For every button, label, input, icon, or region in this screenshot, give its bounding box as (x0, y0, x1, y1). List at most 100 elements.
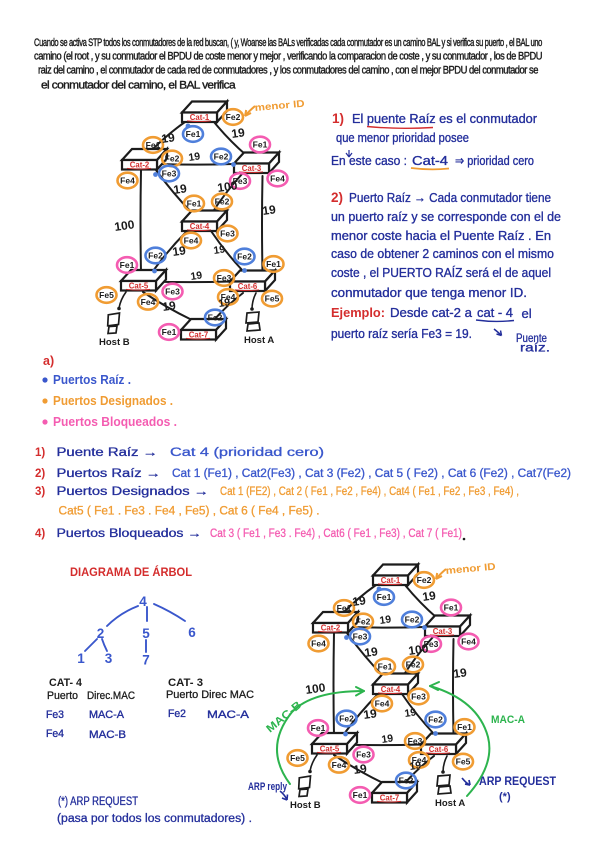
svg-text:Puente: Puente (516, 333, 547, 345)
svg-text:Desde cat-2 a: Desde cat-2 a (390, 305, 473, 320)
svg-text:Cat-6: Cat-6 (238, 282, 258, 291)
svg-text:Fe5: Fe5 (265, 294, 280, 304)
svg-text:⇒ prioridad cero: ⇒ prioridad cero (455, 153, 534, 168)
svg-text:Cat-4: Cat-4 (412, 153, 448, 168)
svg-text:Puertos Raíz .: Puertos Raíz . (53, 372, 131, 387)
svg-text:conmutador que tenga menor ID.: conmutador que tenga menor ID. (331, 285, 527, 300)
svg-text:MAC-A: MAC-A (89, 709, 125, 721)
svg-text:3: 3 (105, 651, 113, 666)
svg-text:Fe1: Fe1 (186, 129, 201, 139)
svg-text:menor coste hacia el Puente Ra: menor coste hacia el Puente Raíz . En (331, 228, 551, 243)
svg-text:19: 19 (261, 202, 276, 218)
svg-text:Fe3: Fe3 (233, 176, 248, 186)
svg-text:DIAGRAMA DE ÁRBOL: DIAGRAMA DE ÁRBOL (70, 564, 192, 579)
svg-text:1): 1) (332, 111, 344, 126)
svg-text:Cat5 ( Fe1 . Fe3 . Fe4 , Fe: Cat5 ( Fe1 . Fe3 . Fe4 , Fe5) , Cat 6 ( … (59, 506, 320, 518)
svg-text:Host B: Host B (99, 337, 130, 348)
svg-text:19: 19 (190, 269, 203, 283)
svg-text:Puertos Bloqueados .: Puertos Bloqueados . (53, 414, 177, 429)
svg-text:Cat-1: Cat-1 (190, 113, 210, 122)
svg-text:2): 2) (331, 190, 343, 205)
svg-text:menor ID: menor ID (254, 99, 305, 114)
svg-text:Fe2: Fe2 (148, 251, 163, 261)
svg-text:Fe3: Fe3 (165, 287, 180, 297)
svg-text:Fe2: Fe2 (214, 152, 229, 162)
svg-text:MAC-A: MAC-A (207, 709, 250, 721)
svg-text:Fe1: Fe1 (120, 260, 135, 270)
svg-text:ARP REQUEST: ARP REQUEST (479, 774, 557, 788)
svg-text:3): 3) (35, 486, 45, 498)
svg-text:caso de obtener 2 caminos con: caso de obtener 2 caminos con el mismo (331, 246, 554, 261)
svg-text:a): a) (43, 354, 54, 368)
svg-text:Puertos Designados .: Puertos Designados . (53, 393, 173, 408)
svg-text:19: 19 (160, 130, 175, 146)
svg-text:CAT- 3: CAT- 3 (168, 677, 203, 689)
svg-text:(pasa por todos los conmutador: (pasa por todos los conmutadores) . (57, 813, 252, 825)
svg-text:5: 5 (142, 626, 150, 641)
svg-text:Puerto Direc MAC: Puerto Direc MAC (166, 689, 254, 701)
svg-text:Fe4: Fe4 (46, 728, 64, 740)
svg-text:Fe5: Fe5 (99, 290, 114, 300)
svg-text:(*): (*) (499, 791, 511, 803)
svg-text:Fe3: Fe3 (217, 273, 232, 283)
svg-text:En este caso :: En este caso : (331, 153, 407, 168)
svg-text:Puertos Raíz →: Puertos Raíz → (57, 468, 161, 480)
svg-text:Fe4: Fe4 (120, 176, 135, 186)
svg-text:Cat-5: Cat-5 (129, 282, 149, 291)
svg-text:100: 100 (216, 178, 238, 195)
svg-text:que menor prioridad posee: que menor prioridad posee (336, 130, 469, 145)
svg-text:el: el (522, 306, 532, 321)
svg-text:Cat-3: Cat-3 (242, 164, 262, 173)
svg-text:(*) ARP REQUEST: (*) ARP REQUEST (58, 796, 138, 808)
svg-text:19: 19 (230, 125, 245, 141)
svg-text:el conmutador del camino, el B: el conmutador del camino, el BAL verific… (41, 80, 236, 92)
svg-text:4: 4 (139, 594, 147, 609)
svg-text:Fe4: Fe4 (221, 292, 236, 302)
svg-text:raíz.: raíz. (520, 343, 550, 355)
svg-text:Fe1: Fe1 (162, 327, 177, 337)
svg-text:Fe4: Fe4 (141, 297, 156, 307)
svg-text:Fe4: Fe4 (270, 174, 285, 184)
svg-text:Cat 1 (FE2) , Cat 2 ( Fe1 , F: Cat 1 (FE2) , Cat 2 ( Fe1 , Fe2 , Fe4) ,… (220, 486, 519, 498)
svg-text:El puente Raíz es el conmutado: El puente Raíz es el conmutador (352, 111, 538, 126)
svg-text:coste , el PUERTO RAÍZ será el: coste , el PUERTO RAÍZ será el de aquel (331, 265, 551, 280)
svg-text:Fe2: Fe2 (165, 154, 180, 164)
svg-text:un puerto raíz y se correspond: un puerto raíz y se corresponde con el d… (331, 209, 561, 224)
svg-text:cat - 4: cat - 4 (477, 305, 513, 320)
svg-text:Cat-2: Cat-2 (130, 161, 150, 170)
svg-text:Direc.MAC: Direc.MAC (87, 690, 135, 702)
svg-text:100: 100 (113, 217, 135, 234)
svg-text:Host A: Host A (244, 335, 274, 346)
svg-text:Cat 3 ( Fe1 , Fe3 . Fe4) , Cat: Cat 3 ( Fe1 , Fe3 . Fe4) , Cat6 ( Fe1 , … (210, 528, 462, 540)
svg-text:Cat-4: Cat-4 (190, 222, 210, 231)
svg-text:Fe2: Fe2 (226, 112, 241, 122)
svg-text:19: 19 (171, 243, 186, 259)
svg-text:7: 7 (142, 653, 150, 668)
svg-text:MAC-B: MAC-B (89, 729, 126, 741)
svg-text:2): 2) (35, 468, 45, 480)
svg-text:Cuando se activa STP todos los: Cuando se activa STP todos los conmutado… (34, 37, 542, 49)
svg-text:Cat 4 (prioridad cero): Cat 4 (prioridad cero) (170, 447, 324, 459)
svg-text:Cat-7: Cat-7 (189, 331, 209, 340)
svg-text:Fe2: Fe2 (237, 252, 252, 262)
svg-text:Fe1: Fe1 (253, 140, 268, 150)
svg-text:Puerto Raíz → Cada conmutador: Puerto Raíz → Cada conmutador tiene (349, 190, 551, 205)
svg-text:Ejemplo:: Ejemplo: (331, 305, 385, 320)
svg-text:1): 1) (35, 447, 45, 459)
svg-text:6: 6 (188, 625, 196, 640)
svg-text:Cat 1 (Fe1) , Cat2(Fe3) , Cat: Cat 1 (Fe1) , Cat2(Fe3) , Cat 3 (Fe2) , … (172, 468, 571, 480)
svg-text:19: 19 (213, 243, 226, 257)
svg-text:CAT- 4: CAT- 4 (49, 677, 83, 689)
svg-text:19: 19 (161, 298, 176, 314)
svg-text:ARP reply: ARP reply (248, 781, 288, 793)
svg-text:Fe4: Fe4 (184, 236, 199, 246)
svg-text:Puerto: Puerto (47, 690, 78, 702)
svg-text:MAC-A: MAC-A (491, 714, 525, 726)
svg-text:1: 1 (77, 651, 85, 666)
svg-text:Puertos Bloqueados →: Puertos Bloqueados → (57, 528, 202, 540)
svg-text:Fe3: Fe3 (162, 169, 177, 179)
svg-text:Puente Raíz →: Puente Raíz → (57, 447, 158, 459)
svg-text:2: 2 (97, 626, 105, 641)
svg-text:19: 19 (188, 150, 201, 164)
svg-text:Fe1: Fe1 (266, 259, 281, 269)
